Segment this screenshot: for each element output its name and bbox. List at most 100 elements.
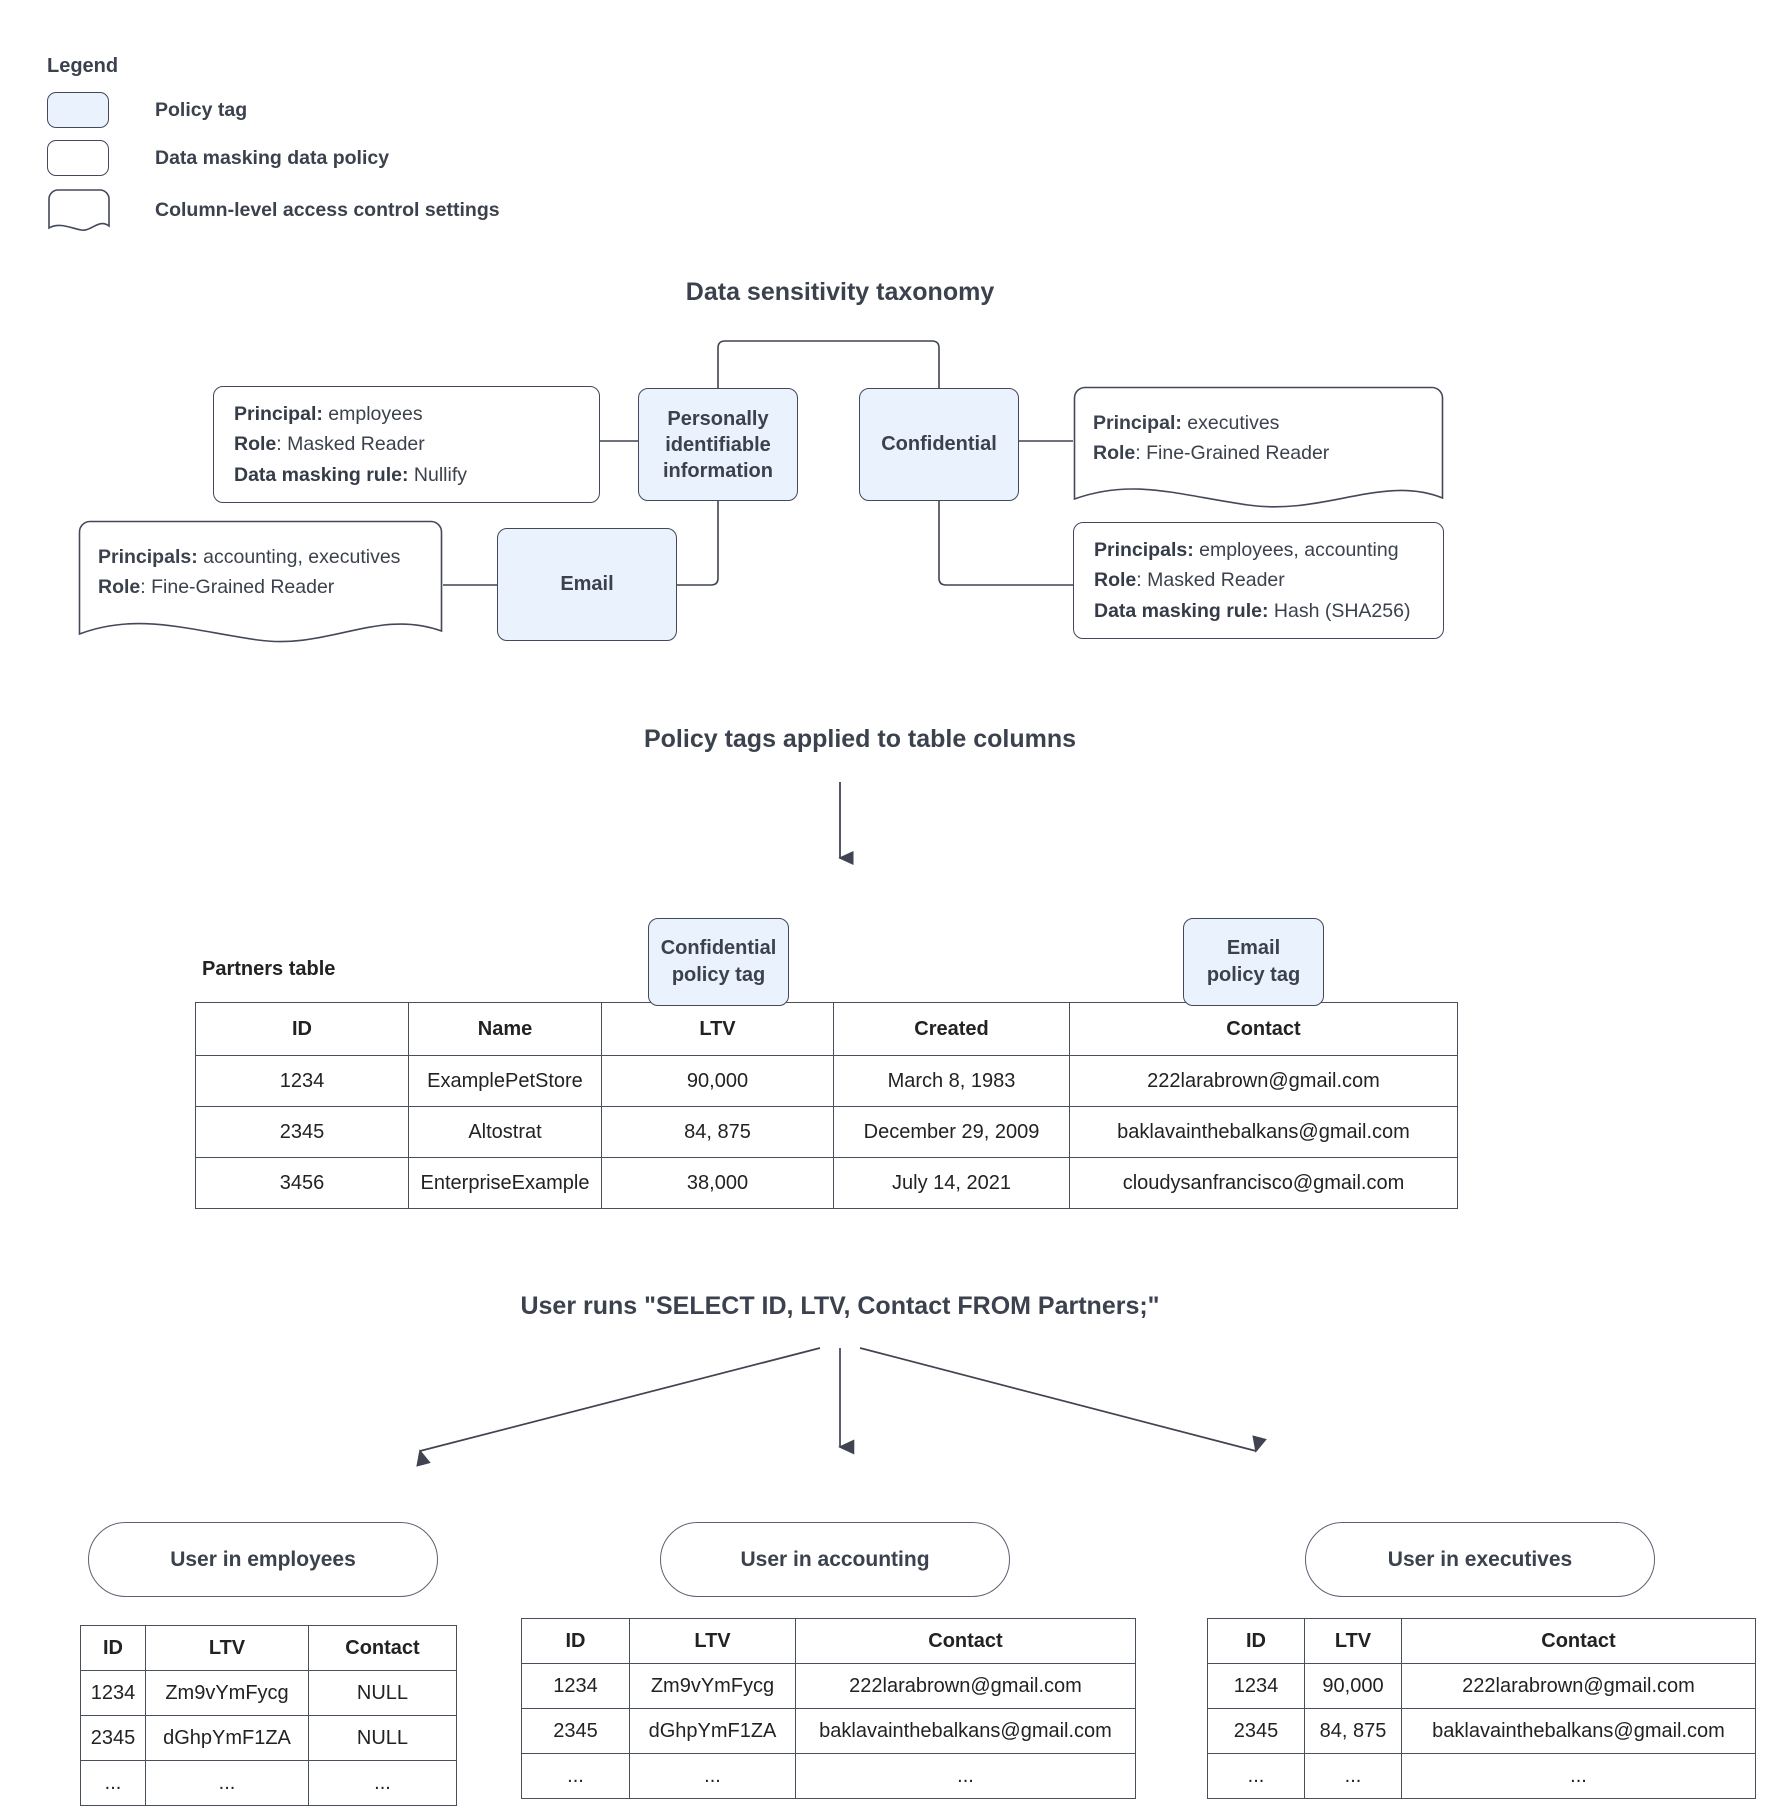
policy-line-role: Role: Fine-Grained Reader [98, 576, 335, 599]
policy-tag-email[interactable]: Email [497, 528, 677, 641]
table-row: 1234 90,000 222larabrown@gmail.com [1207, 1663, 1756, 1709]
table-row: 2345 dGhpYmF1ZA NULL [80, 1715, 457, 1761]
cell-ltv: 38,000 [601, 1157, 834, 1209]
cell-contact: 222larabrown@gmail.com [1401, 1663, 1756, 1709]
cell-ltv: ... [1304, 1753, 1402, 1799]
cell-id: 1234 [1207, 1663, 1305, 1709]
table-row: ... ... ... [80, 1760, 457, 1806]
partners-tag-line1: Confidential [660, 937, 777, 959]
cell-ltv: ... [145, 1760, 309, 1806]
cell-id: 1234 [521, 1663, 630, 1709]
cell-id: ... [80, 1760, 146, 1806]
partners-tag-confidential[interactable]: Confidential policy tag [648, 918, 789, 1006]
cell-ltv: 90,000 [601, 1055, 834, 1107]
column-header: Contact [795, 1618, 1136, 1664]
partners-table-caption: Partners table [202, 958, 336, 980]
cell-id: ... [1207, 1753, 1305, 1799]
policy-line-principal: Principal: employees [234, 399, 467, 429]
result-table-accounting-wrapper: ID LTV Contact 1234 Zm9vYmFycg 222larabr… [521, 1618, 1136, 1799]
principals-label: Principals: [98, 546, 198, 568]
cell-contact: 222larabrown@gmail.com [795, 1663, 1136, 1709]
principal-value: executives [1187, 412, 1280, 434]
cell-id: ... [521, 1753, 630, 1799]
policy-tag-pii[interactable]: Personally identifiable information [638, 388, 798, 501]
role-label: Role [234, 433, 277, 456]
partners-tag-email[interactable]: Email policy tag [1183, 918, 1324, 1006]
cell-contact: ... [1401, 1753, 1756, 1799]
cell-contact: 222larabrown@gmail.com [1069, 1055, 1458, 1107]
partners-table: ID Name LTV Created Contact 1234 Example… [195, 1002, 1458, 1209]
cell-ltv: 90,000 [1304, 1663, 1402, 1709]
table-row: 2345 Altostrat 84, 875 December 29, 2009… [195, 1106, 1458, 1158]
cell-id: 2345 [521, 1708, 630, 1754]
column-header: ID [521, 1618, 630, 1664]
role-value: Fine-Grained Reader [151, 576, 335, 599]
persona-label: User in executives [1387, 1547, 1573, 1571]
principals-value: accounting, executives [203, 546, 401, 568]
legend-item-label: Data masking data policy [155, 146, 390, 169]
data-masking-policy-pii[interactable]: Principal: employees Role: Masked Reader… [213, 386, 600, 503]
cell-ltv: 84, 875 [601, 1106, 834, 1158]
principal-label: Principal: [1093, 412, 1182, 434]
cell-ltv: dGhpYmF1ZA [145, 1715, 309, 1761]
result-table-employees: ID LTV Contact 1234 Zm9vYmFycg NULL 2345… [80, 1625, 457, 1806]
cell-id: 2345 [80, 1715, 146, 1761]
cell-name: ExamplePetStore [408, 1055, 602, 1107]
cell-contact: cloudysanfrancisco@gmail.com [1069, 1157, 1458, 1209]
persona-accounting[interactable]: User in accounting [660, 1522, 1010, 1597]
section-title-policy-tags: Policy tags applied to table columns [643, 725, 1077, 753]
table-row: 1234 Zm9vYmFycg 222larabrown@gmail.com [521, 1663, 1136, 1709]
role-label: Role [1093, 442, 1136, 465]
column-access-settings-email[interactable]: Principals: accounting, executives Role:… [78, 520, 443, 645]
column-header: Name [408, 1002, 602, 1056]
cell-ltv: dGhpYmF1ZA [629, 1708, 796, 1754]
legend: Legend Policy tag Data masking data poli… [47, 55, 500, 232]
table-header-row: ID LTV Contact [80, 1625, 457, 1671]
column-header: ID [80, 1625, 146, 1671]
table-row: ... ... ... [1207, 1753, 1756, 1799]
principals-value: employees, accounting [1199, 539, 1399, 562]
policy-tag-confidential[interactable]: Confidential [859, 388, 1019, 501]
role-value: Fine-Grained Reader [1146, 442, 1330, 465]
persona-employees[interactable]: User in employees [88, 1522, 438, 1597]
column-header: Contact [308, 1625, 457, 1671]
table-header-row: ID LTV Contact [521, 1618, 1136, 1664]
table-header-row: ID Name LTV Created Contact [195, 1002, 1458, 1056]
principal-value: employees [328, 403, 423, 426]
role-label: Role [98, 576, 141, 599]
cell-id: 1234 [80, 1670, 146, 1716]
section-title-taxonomy: Data sensitivity taxonomy [685, 278, 995, 306]
policy-line-rule: Data masking rule: Hash (SHA256) [1094, 596, 1410, 626]
cell-contact: baklavainthebalkans@gmail.com [1401, 1708, 1756, 1754]
column-access-settings-confidential[interactable]: Principal: executives Role: Fine-Grained… [1073, 386, 1444, 510]
column-header: LTV [145, 1625, 309, 1671]
column-header: Created [833, 1002, 1070, 1056]
data-masking-swatch [47, 140, 109, 176]
cell-id: 1234 [195, 1055, 409, 1107]
persona-executives[interactable]: User in executives [1305, 1522, 1655, 1597]
data-masking-policy-confidential[interactable]: Principals: employees, accounting Role: … [1073, 522, 1444, 639]
table-row: 3456 EnterpriseExample 38,000 July 14, 2… [195, 1157, 1458, 1209]
result-table-executives: ID LTV Contact 1234 90,000 222larabrown@… [1207, 1618, 1756, 1799]
taxonomy-connectors [443, 340, 1073, 586]
legend-title: Legend [47, 55, 119, 77]
policy-line-principals: Principals: employees, accounting [1094, 535, 1410, 565]
policy-tag-email-label: Email [560, 573, 614, 595]
cell-name: Altostrat [408, 1106, 602, 1158]
table-row: 2345 dGhpYmF1ZA baklavainthebalkans@gmai… [521, 1708, 1136, 1754]
partners-tag-line2: policy tag [671, 964, 766, 986]
principal-label: Principal: [234, 403, 323, 426]
role-label: Role [1094, 569, 1137, 592]
cell-contact: NULL [308, 1670, 457, 1716]
arrow-right [859, 1347, 1267, 1453]
rule-label: Data masking rule: [234, 463, 409, 486]
cell-created: December 29, 2009 [833, 1106, 1070, 1158]
query-fanout-arrows [416, 1347, 1267, 1467]
policy-line-principals: Principals: accounting, executives [98, 542, 423, 572]
legend-item-label: Policy tag [155, 98, 248, 121]
persona-label: User in employees [170, 1547, 356, 1571]
rule-value: Nullify [413, 463, 467, 486]
result-table-employees-wrapper: ID LTV Contact 1234 Zm9vYmFycg NULL 2345… [80, 1625, 457, 1806]
table-row: 1234 ExamplePetStore 90,000 March 8, 198… [195, 1055, 1458, 1107]
policy-line-principal: Principal: executives [1093, 408, 1424, 438]
